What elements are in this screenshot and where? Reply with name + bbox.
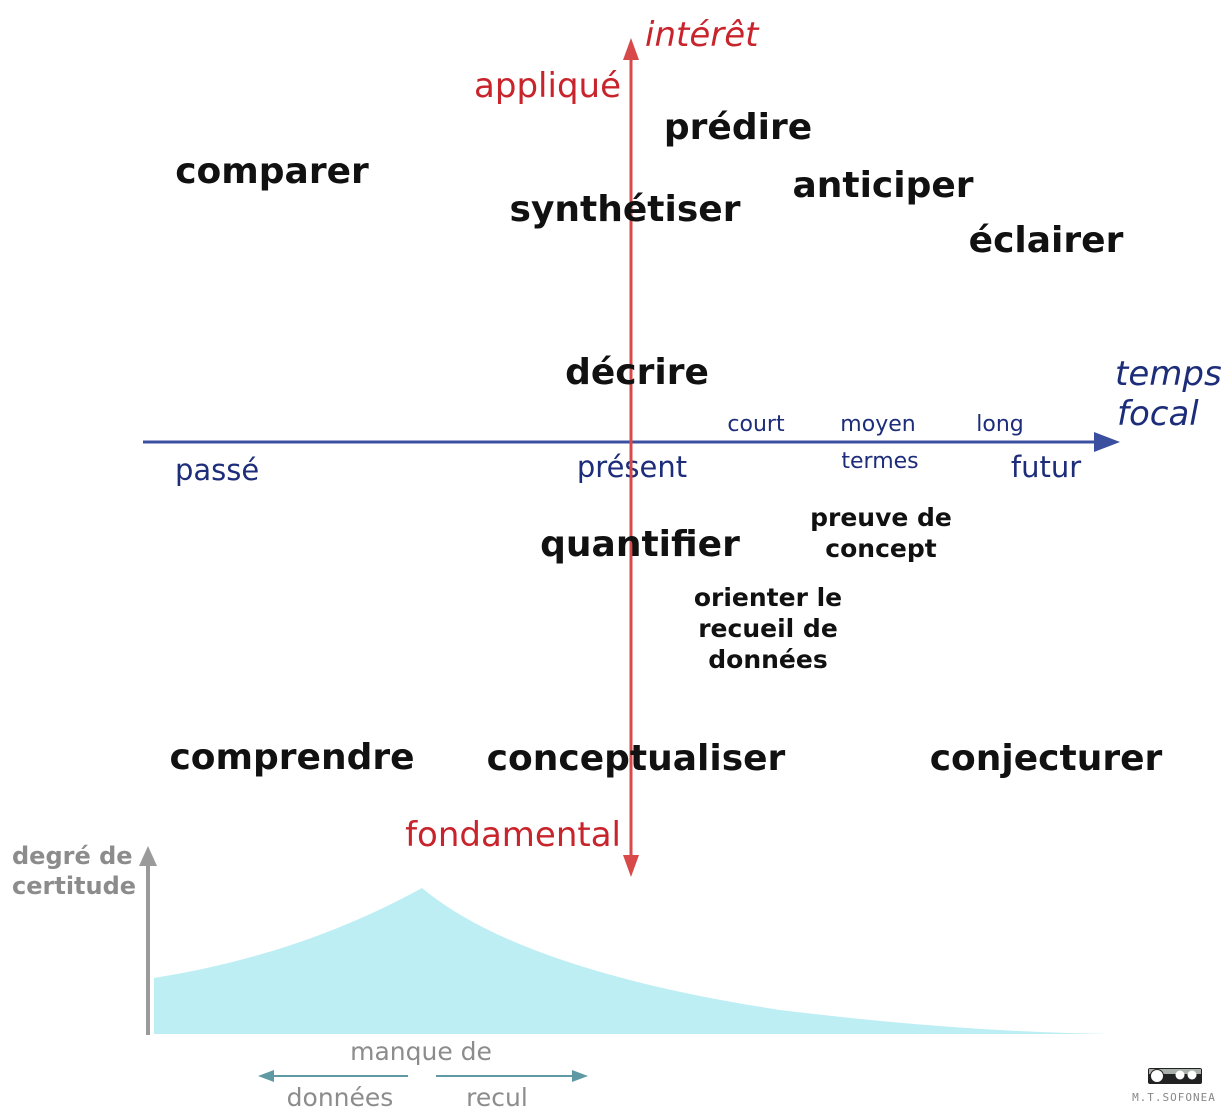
lack-hindsight-label: recul — [466, 1083, 528, 1110]
time-future-label: futur — [1011, 450, 1081, 484]
lack-data-label: données — [287, 1083, 394, 1110]
time-short-label: court — [727, 412, 785, 437]
interest-axis-title: intérêt — [645, 15, 760, 55]
certainty-axis-arrowhead-icon — [139, 846, 157, 866]
interest-applied-label: appliqué — [474, 66, 621, 106]
interest-fundamental-label: fondamental — [405, 815, 621, 855]
verb-predire: prédire — [664, 107, 812, 148]
time-terms-label: termes — [841, 449, 918, 474]
time-axis-arrowhead-icon — [1094, 432, 1120, 452]
verb-synthetiser: synthétiser — [510, 189, 741, 230]
verb-conjecturer: conjecturer — [930, 738, 1163, 779]
lack-arrow-right-head-icon — [572, 1070, 588, 1082]
verb-conceptualiser: conceptualiser — [487, 738, 786, 779]
lack-of-label: manque de — [350, 1037, 492, 1066]
lack-arrow-left-head-icon — [258, 1070, 274, 1082]
verb-quantifier: quantifier — [540, 524, 740, 565]
verb-orienter-line3: données — [708, 645, 827, 674]
verb-eclairer: éclairer — [969, 220, 1124, 261]
interest-axis-arrowhead-down-icon — [623, 855, 639, 877]
time-past-label: passé — [175, 453, 259, 487]
verb-comprendre: comprendre — [169, 737, 414, 778]
verb-preuve-line1: preuve de — [810, 503, 952, 532]
certainty-title-line1: degré de — [12, 842, 133, 870]
verb-preuve-line2: concept — [825, 534, 936, 563]
verb-decrire: décrire — [565, 352, 709, 393]
interest-axis-arrowhead-up-icon — [623, 38, 639, 60]
time-axis-title-line2: focal — [1117, 394, 1199, 434]
verb-anticiper: anticiper — [792, 165, 973, 206]
author-credit: M.T.SOFONEA — [1132, 1091, 1216, 1104]
time-axis-title-line1: temps — [1115, 354, 1221, 394]
cc-by-nc-badge-icon — [1148, 1068, 1202, 1084]
time-medium-label: moyen — [840, 412, 915, 437]
certainty-curve — [154, 888, 1110, 1034]
verb-orienter-line1: orienter le — [694, 583, 842, 612]
time-long-label: long — [976, 412, 1023, 437]
verb-comparer: comparer — [175, 151, 369, 192]
verb-orienter-line2: recueil de — [698, 614, 838, 643]
certainty-title-line2: certitude — [12, 872, 136, 900]
